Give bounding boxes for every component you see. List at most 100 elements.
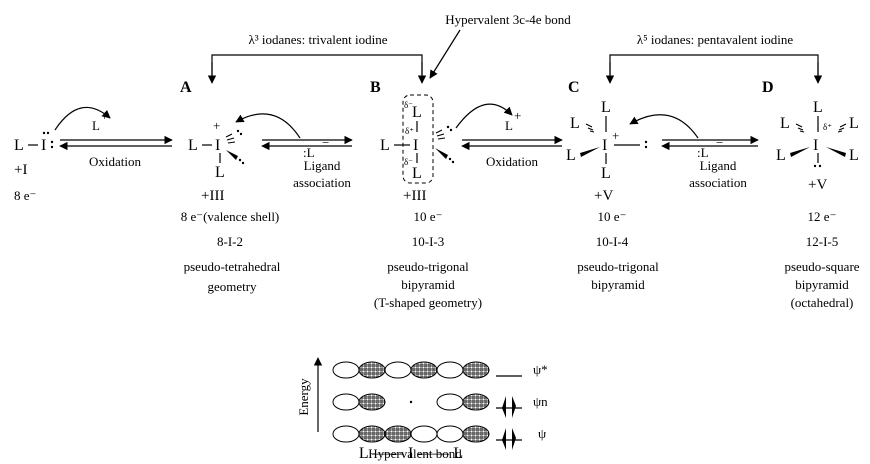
species-A: L I + L +III 8 e⁻(valence shell) 8-I-2 p…: [181, 118, 281, 294]
atom-L: L: [849, 147, 859, 164]
step-ligand-assoc-1-line2: association: [293, 175, 351, 190]
atom-L: L: [412, 104, 422, 121]
A-notation: 8-I-2: [217, 234, 243, 249]
mo-caption: Hypervalent bond: [330, 446, 500, 462]
wedge-bond-right: [826, 147, 846, 157]
atom-I: I: [602, 137, 607, 154]
atom-L: L: [14, 137, 24, 154]
atom-I: I: [813, 137, 818, 154]
hashed-bond-right: [837, 123, 847, 133]
A-oxidation-state: +III: [201, 188, 224, 204]
atom-L: L: [412, 165, 422, 182]
B-geometry-line1: pseudo-trigonal: [387, 259, 469, 274]
atom-L: L: [813, 99, 823, 116]
hypervalent-bond-title: Hypervalent 3c-4e bond: [445, 12, 571, 27]
plus-charge: +: [213, 118, 220, 133]
B-geometry-line3: (T-shaped geometry): [374, 295, 482, 310]
L-minus-reagent-1: :L: [303, 145, 315, 160]
orbital-row-psi: ψ: [332, 425, 546, 450]
species-C: L L I + L L +V 10 e⁻ 10-I-4 pseudo-trigo…: [566, 99, 659, 292]
D-oxidation-state: +V: [808, 177, 827, 193]
atom-I: I: [215, 137, 220, 154]
wedge-bond: [226, 150, 238, 160]
B-oxidation-state: +III: [403, 188, 426, 204]
hypervalent-bond-caption: Hypervalent bond: [368, 446, 462, 461]
title-pointer-arrow: [429, 29, 461, 79]
orbital-row-psi-n: ψn: [332, 393, 548, 418]
label-B: B: [370, 79, 381, 96]
hashed-bond-left: [795, 123, 805, 133]
D-geometry-line1: pseudo-square: [784, 259, 859, 274]
atom-L: L: [380, 137, 390, 154]
D-geometry-line2: bipyramid: [795, 277, 849, 292]
species-D: L L L I δ⁺ L L +V 12 e⁻ 12-I-5 pseudo-sq…: [776, 99, 860, 310]
plus-charge-1: +: [101, 108, 108, 123]
atom-L: L: [601, 99, 611, 116]
atom-L: L: [188, 137, 198, 154]
wedge-bond-left: [790, 147, 810, 157]
delta-plus: δ⁺: [823, 122, 832, 132]
C-geometry-line2: bipyramid: [591, 277, 645, 292]
energy-axis-label: Energy: [296, 378, 311, 416]
minus-charge-2: −: [716, 135, 723, 150]
C-oxidation-state: +V: [594, 188, 613, 204]
label-A: A: [180, 79, 192, 96]
wedge-bond: [435, 148, 448, 159]
atom-row-L-I-L: L —— I —— L: [359, 445, 463, 462]
atom-L: L: [601, 165, 611, 182]
start-electrons: 8 e⁻: [14, 188, 36, 203]
lambda5-bracket: [609, 54, 819, 82]
psi-star-label: ψ*: [533, 362, 548, 377]
A-geometry-line2: geometry: [207, 279, 257, 294]
C-electrons: 10 e⁻: [598, 209, 627, 224]
hashed-lone-pair: [225, 133, 236, 144]
label-C: C: [568, 79, 580, 96]
species-B: L δ⁻ δ⁺ L I δ⁻ L +III 10 e⁻ 10-I-3 pseud…: [374, 94, 482, 310]
atom-L: L: [215, 164, 225, 181]
B-electrons: 10 e⁻: [414, 209, 443, 224]
psi-label: ψ: [538, 426, 546, 441]
C-geometry-line1: pseudo-trigonal: [577, 259, 659, 274]
mo-diagram: Energy ψ* ψn: [296, 357, 548, 462]
curved-arrow-3: [455, 103, 513, 129]
atom-L: L: [849, 115, 859, 132]
hashed-lone-pair: [435, 129, 446, 140]
L-plus-reagent-1: L: [92, 118, 100, 133]
atom-I: I: [41, 137, 46, 154]
A-electrons: 8 e⁻(valence shell): [181, 209, 280, 224]
B-geometry-line2: bipyramid: [401, 277, 455, 292]
curved-arrow-1: [54, 106, 111, 131]
C-notation: 10-I-4: [596, 234, 629, 249]
lambda3-label: λ³ iodanes: trivalent iodine: [248, 32, 387, 47]
step-oxidation-2: Oxidation: [486, 154, 538, 169]
L-plus-reagent-2: L: [505, 118, 513, 133]
delta-minus-bottom: δ⁻: [404, 157, 413, 167]
delta-plus: δ⁺: [405, 126, 414, 136]
step-ligand-assoc-2-line1: Ligand: [700, 158, 737, 173]
orbital-row-psi-star: ψ*: [332, 361, 548, 379]
species-start: L I +I 8 e⁻: [14, 131, 54, 203]
step-oxidation-1: Oxidation: [89, 154, 141, 169]
wedge-bond: [580, 147, 600, 157]
label-D: D: [762, 79, 774, 96]
plus-charge: +: [612, 128, 619, 143]
D-electrons: 12 e⁻: [808, 209, 837, 224]
D-notation: 12-I-5: [806, 234, 839, 249]
atom-L: L: [566, 147, 576, 164]
step-ligand-assoc-2-line2: association: [689, 175, 747, 190]
atom-L: L: [780, 115, 790, 132]
lambda5-label: λ⁵ iodanes: pentavalent iodine: [637, 32, 794, 47]
curved-arrow-2: [235, 113, 301, 139]
atom-I: I: [413, 137, 418, 154]
plus-charge-2: +: [514, 108, 521, 123]
hashed-bond: [585, 123, 595, 133]
A-geometry-line1: pseudo-tetrahedral: [184, 259, 281, 274]
delta-minus-top: δ⁻: [404, 100, 413, 110]
start-oxidation-state: +I: [14, 162, 27, 178]
atom-L: L: [570, 115, 580, 132]
B-notation: 10-I-3: [412, 234, 445, 249]
L-minus-reagent-2: :L: [697, 145, 709, 160]
lambda3-bracket: [211, 54, 423, 82]
psi-n-label: ψn: [533, 394, 548, 409]
